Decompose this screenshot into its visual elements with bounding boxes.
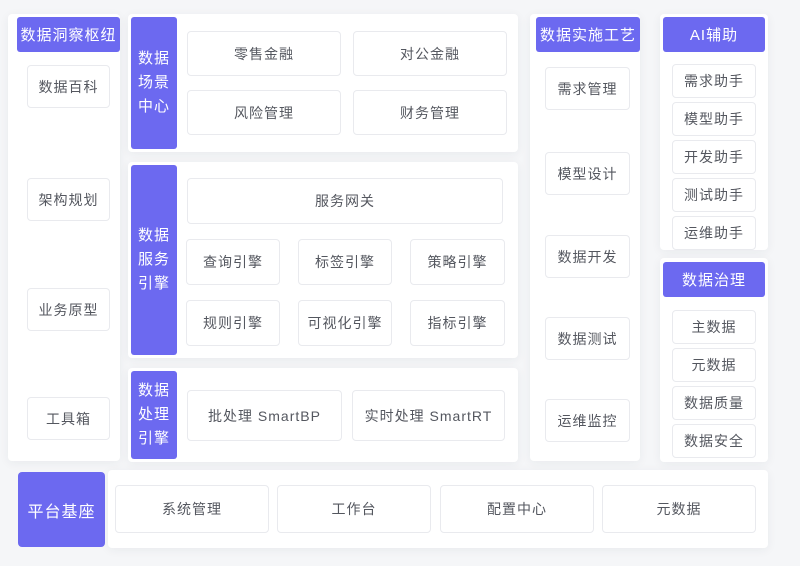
- scene-center-title: 数据场景中心: [131, 17, 177, 149]
- ai-item-test-assistant: 测试助手: [672, 178, 756, 212]
- processing-realtime-smartrt: 实时处理 SmartRT: [352, 390, 505, 441]
- engine-strategy: 策略引擎: [410, 239, 505, 285]
- scene-item-risk-management: 风险管理: [187, 90, 341, 135]
- service-engine-title-text: 数据服务引擎: [137, 227, 170, 292]
- scene-item-retail-finance: 零售金融: [187, 31, 341, 76]
- engine-visualization: 可视化引擎: [298, 300, 392, 346]
- impl-item-ops-monitoring: 运维监控: [545, 399, 630, 442]
- base-item-config-center: 配置中心: [440, 485, 594, 533]
- platform-base-title: 平台基座: [18, 472, 105, 547]
- insight-hub-title: 数据洞察枢纽: [17, 17, 120, 52]
- ai-item-requirement-assistant: 需求助手: [672, 64, 756, 98]
- hub-item-data-wiki: 数据百科: [27, 65, 110, 108]
- base-item-metadata: 元数据: [602, 485, 756, 533]
- implementation-title: 数据实施工艺: [536, 17, 640, 52]
- hub-item-business-prototype: 业务原型: [27, 288, 110, 331]
- impl-item-requirement-management: 需求管理: [545, 67, 630, 110]
- impl-item-data-development: 数据开发: [545, 235, 630, 278]
- engine-metric: 指标引擎: [410, 300, 505, 346]
- engine-rule: 规则引擎: [186, 300, 280, 346]
- gov-item-data-security: 数据安全: [672, 424, 756, 458]
- panel-processing-engine: 数据处理引擎 批处理 SmartBP 实时处理 SmartRT: [128, 368, 518, 462]
- panel-service-engine: 数据服务引擎 服务网关 查询引擎 标签引擎 策略引擎 规则引擎 可视化引擎 指标…: [128, 162, 518, 358]
- ai-item-model-assistant: 模型助手: [672, 102, 756, 136]
- ai-assist-title: AI辅助: [663, 17, 765, 52]
- processing-engine-title: 数据处理引擎: [131, 371, 177, 459]
- impl-item-data-testing: 数据测试: [545, 317, 630, 360]
- base-item-system-management: 系统管理: [115, 485, 269, 533]
- gov-item-metadata: 元数据: [672, 348, 756, 382]
- panel-implementation: 数据实施工艺 需求管理 模型设计 数据开发 数据测试 运维监控: [530, 14, 640, 461]
- ai-item-ops-assistant: 运维助手: [672, 216, 756, 250]
- panel-platform-base: 系统管理 工作台 配置中心 元数据: [108, 470, 768, 548]
- scene-center-title-text: 数据场景中心: [137, 50, 170, 115]
- engine-query: 查询引擎: [186, 239, 280, 285]
- governance-title: 数据治理: [663, 262, 765, 297]
- panel-scene-center: 数据场景中心 零售金融 对公金融 风险管理 财务管理: [128, 14, 518, 152]
- impl-item-model-design: 模型设计: [545, 152, 630, 195]
- panel-governance: 数据治理 主数据 元数据 数据质量 数据安全: [660, 258, 768, 462]
- gov-item-data-quality: 数据质量: [672, 386, 756, 420]
- base-item-workbench: 工作台: [277, 485, 431, 533]
- service-engine-title: 数据服务引擎: [131, 165, 177, 355]
- service-gateway: 服务网关: [187, 178, 503, 224]
- scene-item-corporate-finance: 对公金融: [353, 31, 507, 76]
- processing-batch-smartbp: 批处理 SmartBP: [187, 390, 342, 441]
- hub-item-toolbox: 工具箱: [27, 397, 110, 440]
- gov-item-master-data: 主数据: [672, 310, 756, 344]
- engine-tag: 标签引擎: [298, 239, 392, 285]
- hub-item-architecture-planning: 架构规划: [27, 178, 110, 221]
- panel-insight-hub: 数据洞察枢纽 数据百科 架构规划 业务原型 工具箱: [8, 14, 120, 461]
- ai-item-dev-assistant: 开发助手: [672, 140, 756, 174]
- scene-item-finance-management: 财务管理: [353, 90, 507, 135]
- processing-engine-title-text: 数据处理引擎: [137, 382, 170, 447]
- panel-ai-assist: AI辅助 需求助手 模型助手 开发助手 测试助手 运维助手: [660, 14, 768, 250]
